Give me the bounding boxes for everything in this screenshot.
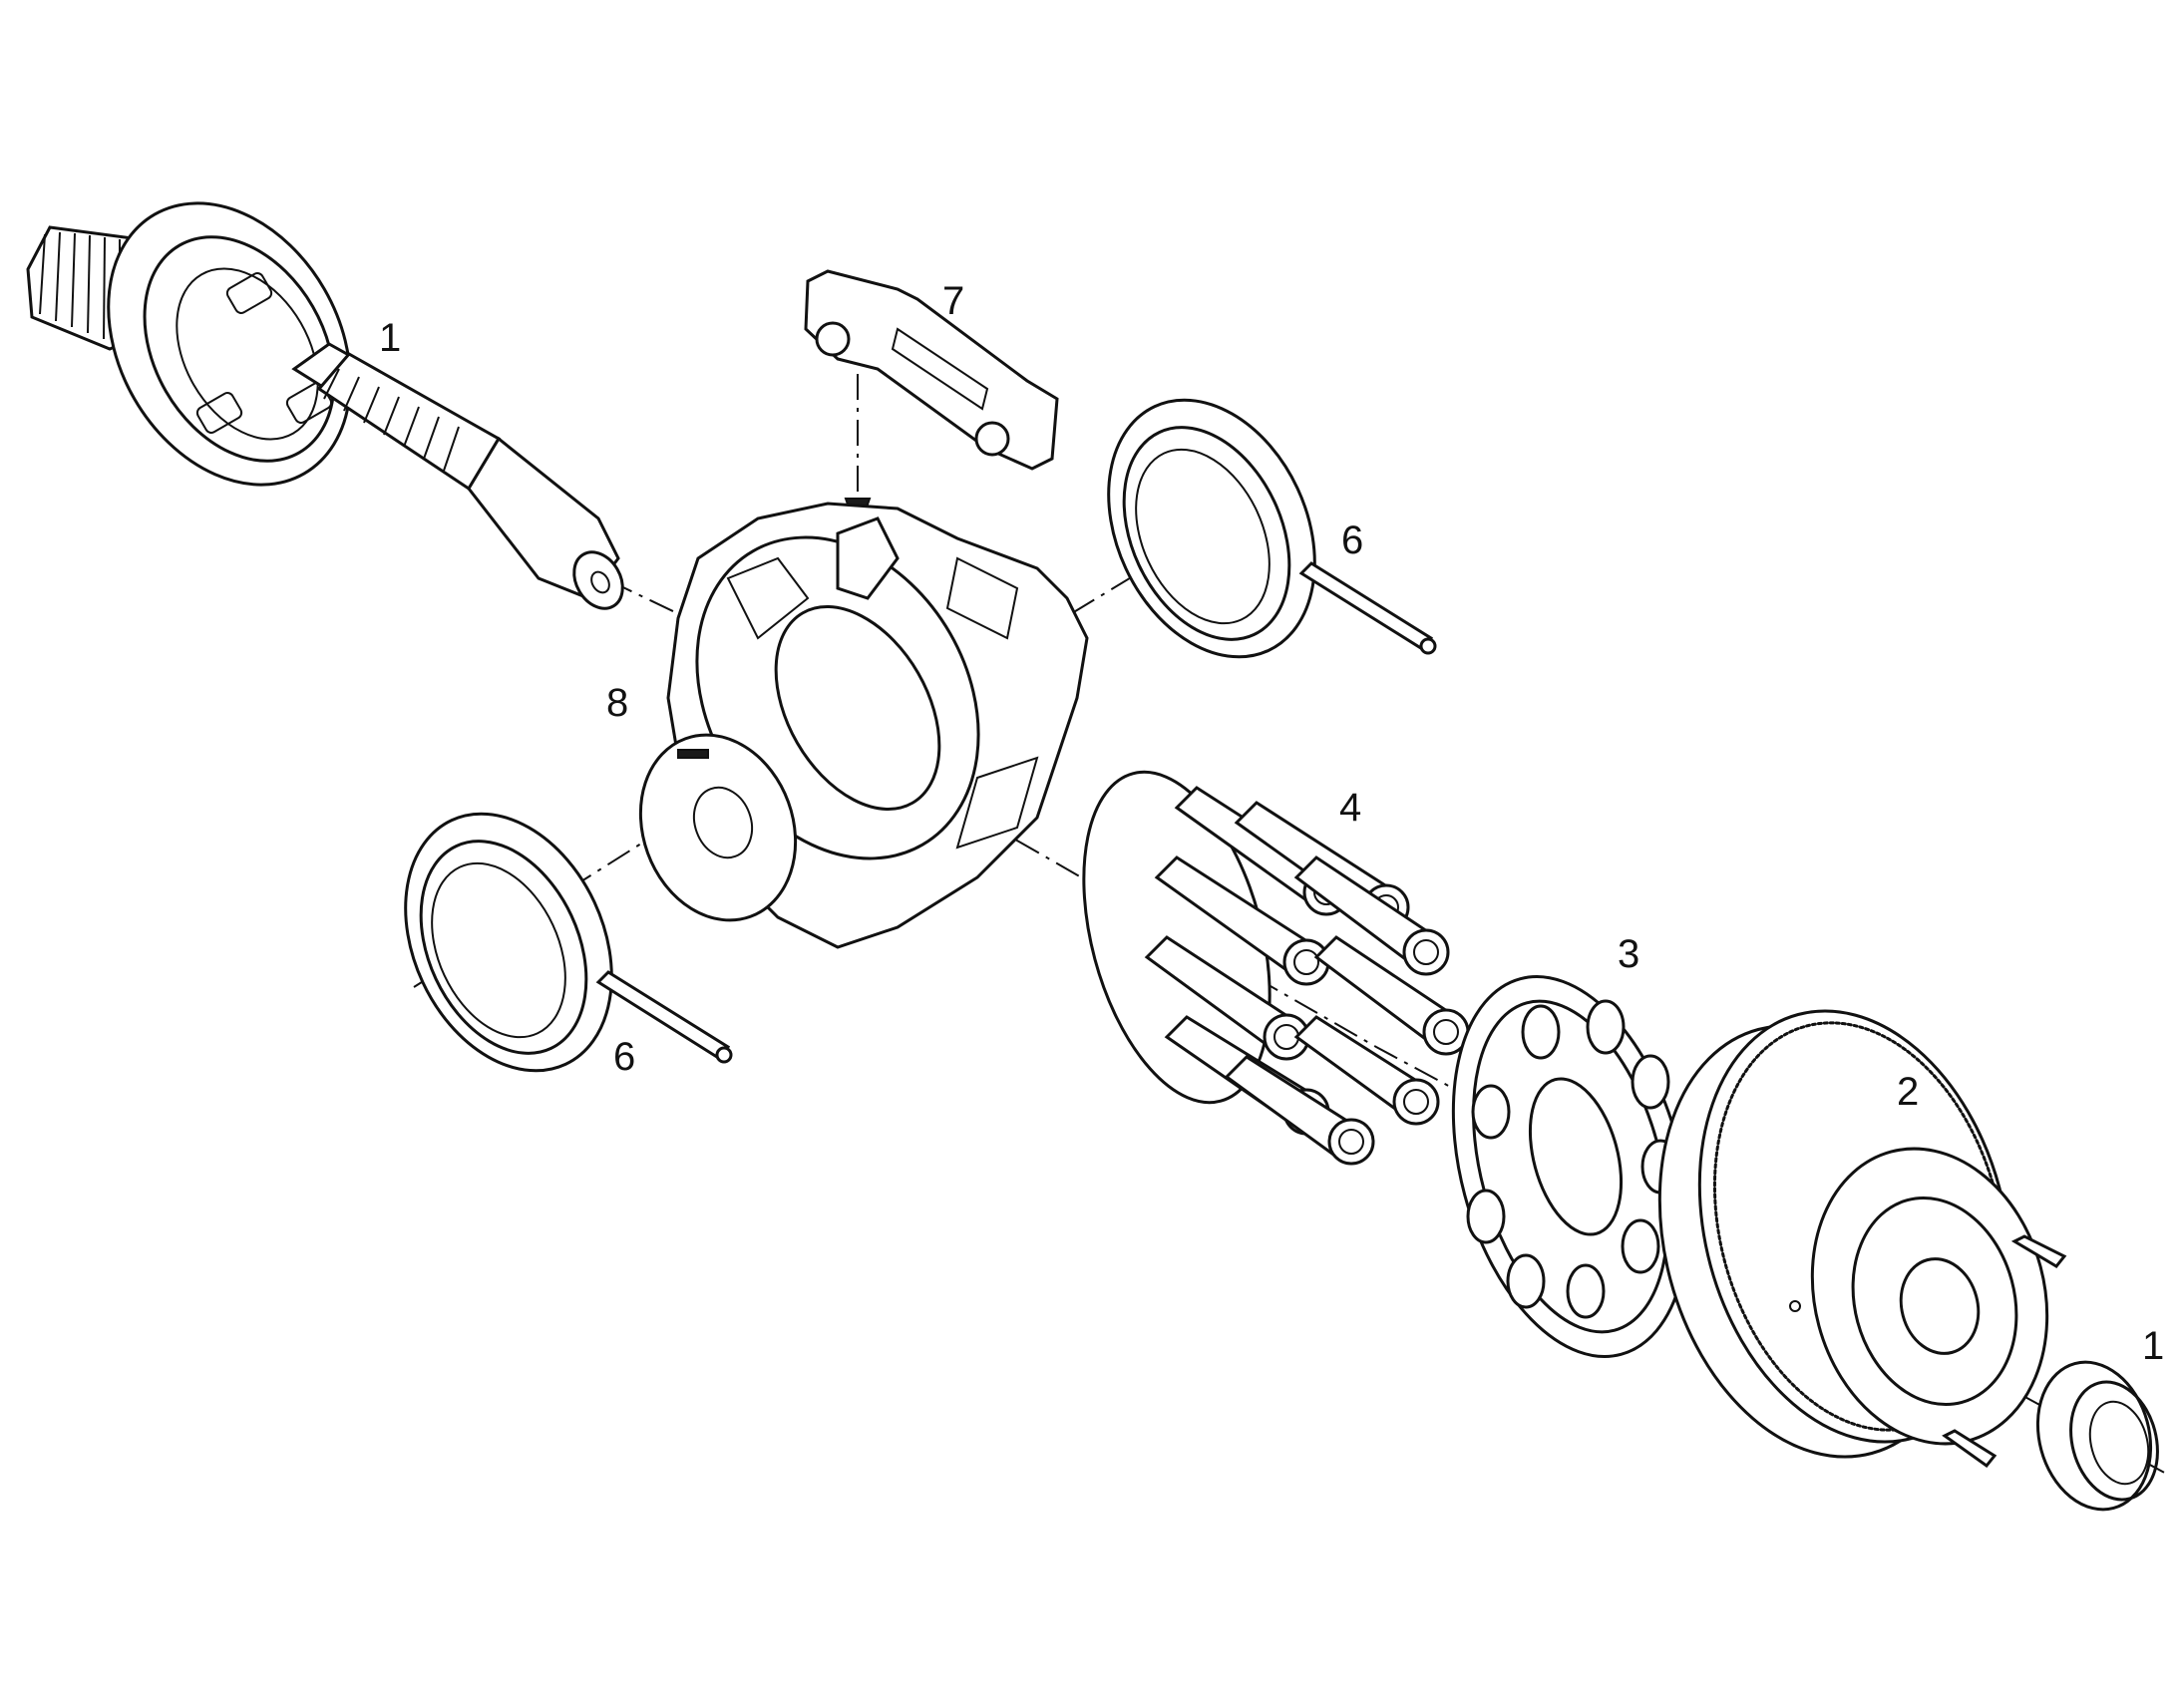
lever-pin-right [974,421,1010,457]
housing-marking [677,749,709,759]
upper-bearing-race [1135,448,1271,625]
piston [1154,855,1330,986]
block-marker [1789,1300,1801,1312]
lever-body [804,269,1059,471]
callout-6-lower-bearing: 6 [613,1035,635,1079]
callout-6-upper-bearing: 6 [1341,518,1363,562]
upper-pin-tip [1419,637,1437,655]
shaft-bearing-race [176,267,319,441]
callout-8-swashplate: 8 [606,681,628,725]
upper-pin [1298,561,1434,653]
block-ports-ring [1851,1196,2018,1407]
lower-pin-tip [715,1046,733,1064]
drive-shaft-assembly [26,201,624,610]
housing-trunnion-face [638,733,798,922]
piston [1293,1015,1440,1126]
piston [1293,855,1450,976]
piston-set [1082,770,1470,1166]
housing-rib-1 [726,556,810,640]
callout-2-cylinder-block: 2 [1897,1070,1919,1114]
lower-bearing-race [431,861,566,1039]
needle-bearing-outer [2035,1360,2153,1512]
lower-bearing-with-pin [404,812,733,1073]
shaft-mid-spline-teeth [323,368,460,472]
callout-3-retainer: 3 [1618,932,1639,976]
retainer-center-bore [1528,1077,1624,1236]
needle-bearing [2035,1360,2159,1512]
housing-rib-2 [945,556,1019,640]
needle-bearing-inner [2069,1380,2159,1502]
upper-bearing-inner [1122,426,1291,641]
housing-trunnion-hole [692,786,754,859]
upper-bearing-outer [1107,398,1316,659]
lever-slot [891,327,989,411]
shaft-bearing-inner [143,235,336,463]
callout-7-lever: 7 [942,279,964,323]
lower-pin [595,970,731,1062]
cylinder-block [1657,1009,2067,1469]
control-lever-bracket [804,269,1059,537]
housing-bore [774,605,941,811]
callout-4-pistons: 4 [1339,786,1361,830]
housing-rib-3 [955,756,1039,850]
callout-labels: 1 7 6 8 4 3 6 2 1 [379,279,2164,1368]
piston [1224,1055,1375,1166]
piston [1144,935,1310,1061]
housing-lever-seat [836,516,900,600]
block-dowel-1 [2010,1234,2067,1268]
block-center-bore [1899,1257,1981,1355]
needle-bearing-bore [2088,1400,2150,1486]
shaft-end-face [572,550,624,610]
lower-bearing-inner [419,840,588,1055]
lower-bearing-outer [404,812,613,1073]
piston [1313,935,1470,1056]
swashplate-housing [638,502,1089,949]
callout-1-needle-bearing: 1 [2142,1324,2164,1368]
shaft-spline-mid [316,352,502,492]
shaft-center-hole [590,570,610,594]
pistons [1144,786,1470,1166]
callout-1-shaft: 1 [379,316,401,360]
block-dowel-2 [1942,1429,1998,1469]
lever-pin-left [815,321,851,357]
upper-bearing-with-pin [1107,398,1437,659]
